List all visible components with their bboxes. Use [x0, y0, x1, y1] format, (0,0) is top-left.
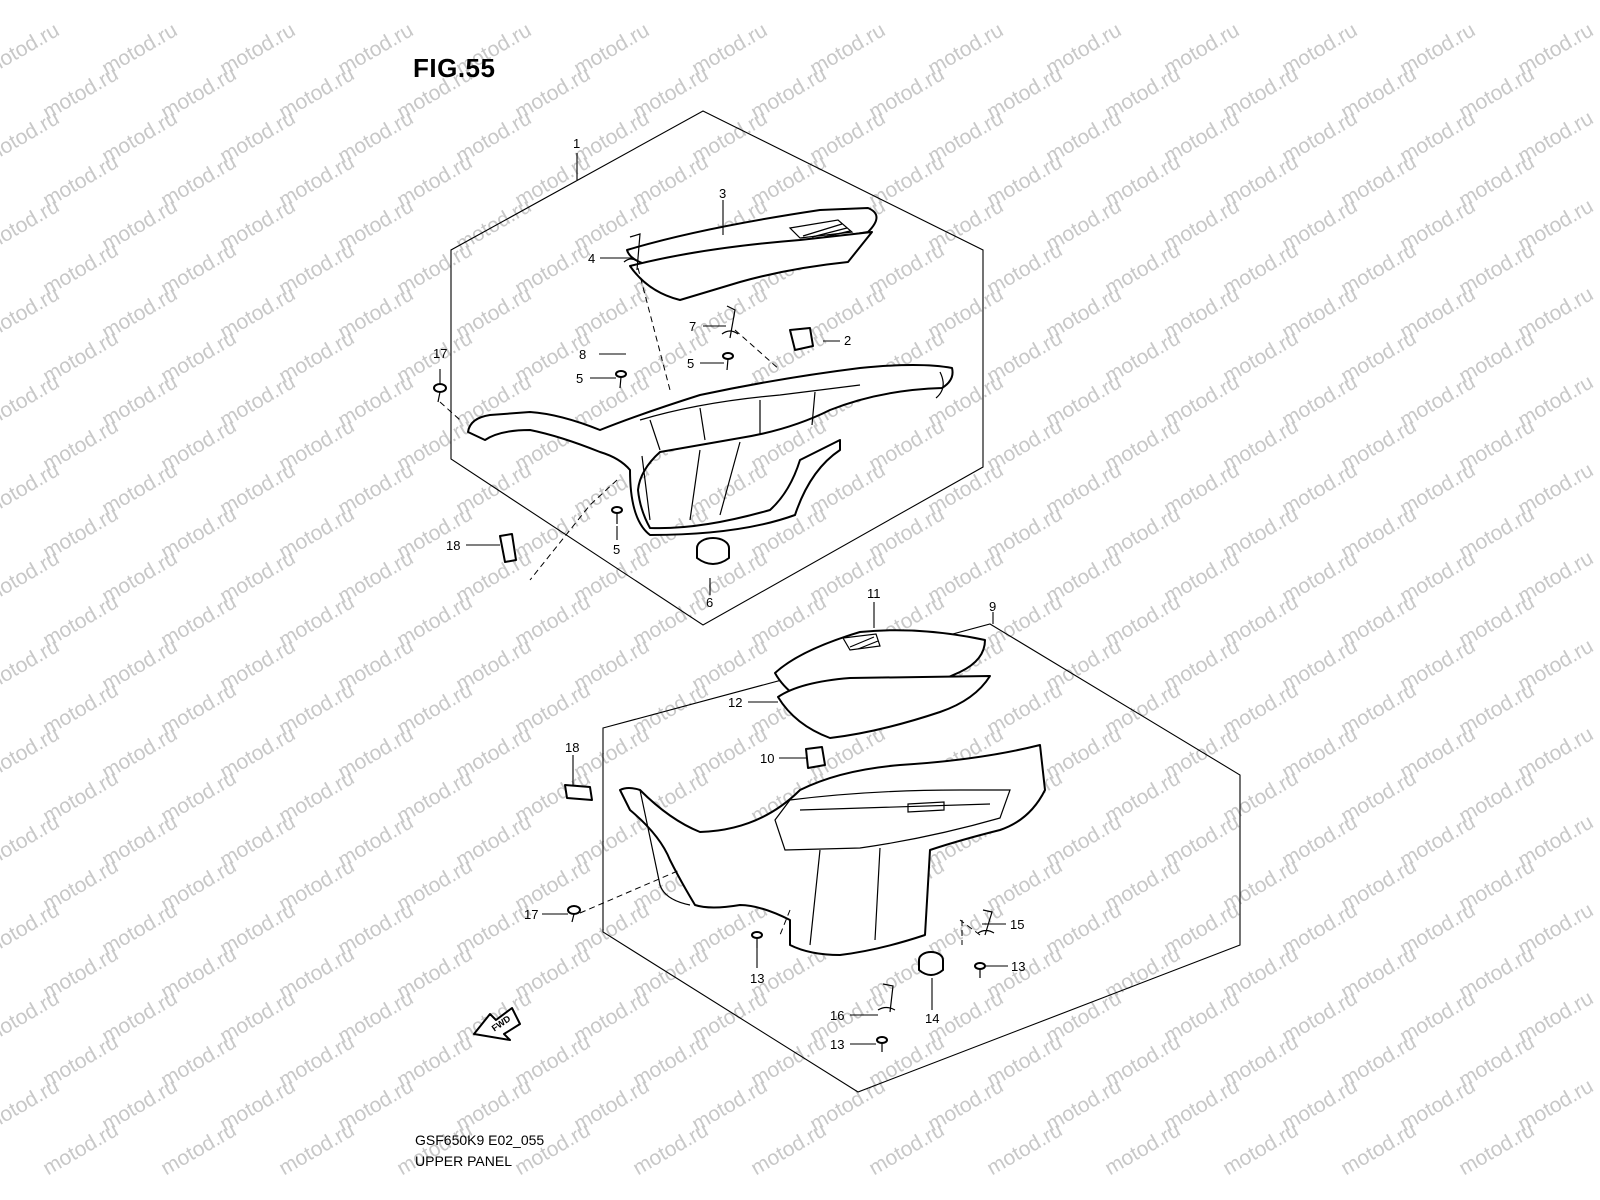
part-12-seal [777, 675, 991, 739]
callout-leaders [439, 153, 1008, 1045]
part-5-screw-b [615, 370, 627, 389]
part-13-screw-b [974, 962, 986, 978]
callout-12: 12 [728, 695, 742, 710]
part-7-bracket [721, 305, 739, 339]
install-line-1 [734, 329, 781, 371]
callout-18a: 18 [446, 538, 460, 553]
assembly-frame-lower [602, 623, 1241, 1093]
callout-2: 2 [844, 333, 851, 348]
callout-6: 6 [706, 595, 713, 610]
part-9-inner-lines [799, 803, 991, 946]
callout-9: 9 [989, 599, 996, 614]
part-18-clip-lower [564, 784, 593, 801]
part-9-front-edge [639, 789, 691, 906]
install-line-5 [579, 869, 681, 914]
callout-13a: 13 [750, 971, 764, 986]
callout-14: 14 [925, 1011, 939, 1026]
part-16-bracket [877, 983, 896, 1013]
part-9-storage-tray [774, 789, 1011, 851]
part-1-rear-hook [935, 371, 944, 399]
part-13-screw-c [876, 1036, 888, 1052]
callout-5b: 5 [576, 371, 583, 386]
part-4-seal [629, 231, 873, 301]
callout-18b: 18 [565, 740, 579, 755]
part-10-clip [805, 746, 826, 769]
callout-17a: 17 [433, 346, 447, 361]
part-17-screw-lower [567, 905, 581, 923]
callout-4: 4 [588, 251, 595, 266]
model-code-label: GSF650K9 E02_055 [415, 1132, 545, 1148]
callout-3: 3 [719, 186, 726, 201]
callout-15: 15 [1010, 917, 1024, 932]
part-5-screw-a [722, 352, 734, 371]
part-9-vent [907, 801, 945, 813]
callout-16: 16 [830, 1008, 844, 1023]
part-17-screw-upper [433, 383, 447, 403]
install-line-6 [779, 909, 791, 936]
callout-8: 8 [579, 347, 586, 362]
install-line-7 [959, 919, 981, 945]
part-1-compartment-lines [649, 391, 816, 451]
callout-11: 11 [867, 586, 881, 601]
install-line-4 [439, 401, 461, 421]
part-2-clip [789, 327, 814, 351]
callout-5a: 5 [687, 356, 694, 371]
callout-5c: 5 [613, 542, 620, 557]
part-1-inner-rim [639, 384, 861, 421]
part-15-bracket [977, 909, 995, 936]
part-14-cushion [918, 951, 944, 976]
assembly-frame-upper [450, 110, 984, 626]
part-18-clip-upper [499, 533, 517, 563]
fwd-arrow-icon: FWD [473, 1007, 521, 1041]
callout-13c: 13 [830, 1037, 844, 1052]
part-1-side-ribs [641, 441, 741, 521]
part-9-lower-panel [619, 744, 1046, 956]
callout-13b: 13 [1011, 959, 1025, 974]
install-line-2 [637, 267, 671, 391]
panel-name-label: UPPER PANEL [415, 1153, 512, 1169]
part-11-emblem-mesh [842, 633, 881, 651]
callout-1: 1 [573, 136, 580, 151]
callout-7: 7 [689, 319, 696, 334]
callout-10: 10 [760, 751, 774, 766]
part-13-screw-a [751, 931, 763, 948]
part-5-screw-c [611, 506, 623, 524]
figure-title: FIG.55 [413, 53, 496, 83]
part-8-bracket [623, 233, 641, 271]
install-line-3 [529, 479, 618, 581]
callout-17b: 17 [524, 907, 538, 922]
part-6-cushion [696, 537, 730, 565]
part-1-upper-panel [467, 364, 954, 536]
